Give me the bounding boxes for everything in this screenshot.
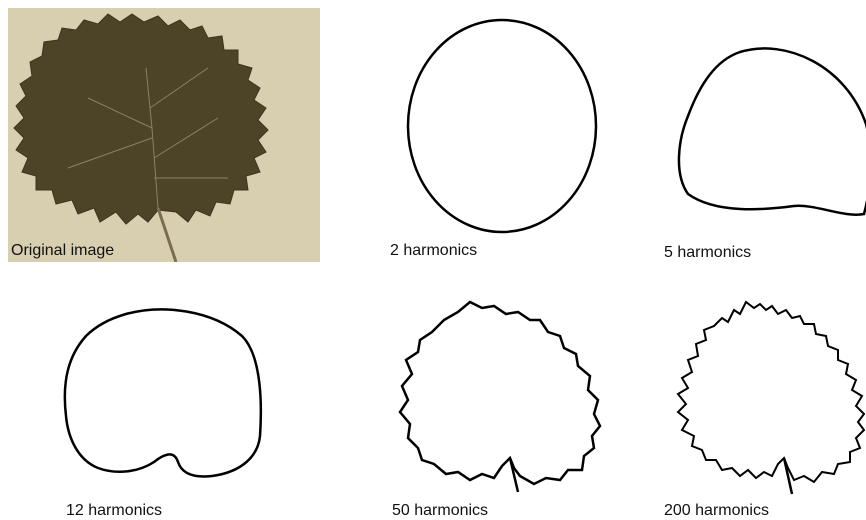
leaf-outline <box>400 302 600 484</box>
label-200-harmonics: 200 harmonics <box>664 502 769 520</box>
label-50-harmonics: 50 harmonics <box>392 502 488 520</box>
original-leaf-image: Original image <box>8 8 320 262</box>
leaf-outline <box>679 48 866 214</box>
leaf-outline <box>65 309 261 476</box>
leaf-blade <box>14 14 268 224</box>
leaf-stem <box>510 458 518 492</box>
outline-5-harmonics <box>676 44 866 234</box>
leaf-outline <box>678 302 864 482</box>
leaf-stem <box>158 208 176 262</box>
label-2-harmonics: 2 harmonics <box>390 242 477 260</box>
outline-2-harmonics <box>400 18 600 238</box>
outline-200-harmonics <box>674 298 866 508</box>
original-image-label: Original image <box>11 242 114 260</box>
label-5-harmonics: 5 harmonics <box>664 244 751 262</box>
leaf-photo <box>8 8 320 262</box>
outline-12-harmonics <box>62 306 282 506</box>
leaf-outline <box>408 20 596 232</box>
outline-50-harmonics <box>398 298 608 508</box>
label-12-harmonics: 12 harmonics <box>66 502 162 520</box>
leaf-stem <box>784 458 792 494</box>
